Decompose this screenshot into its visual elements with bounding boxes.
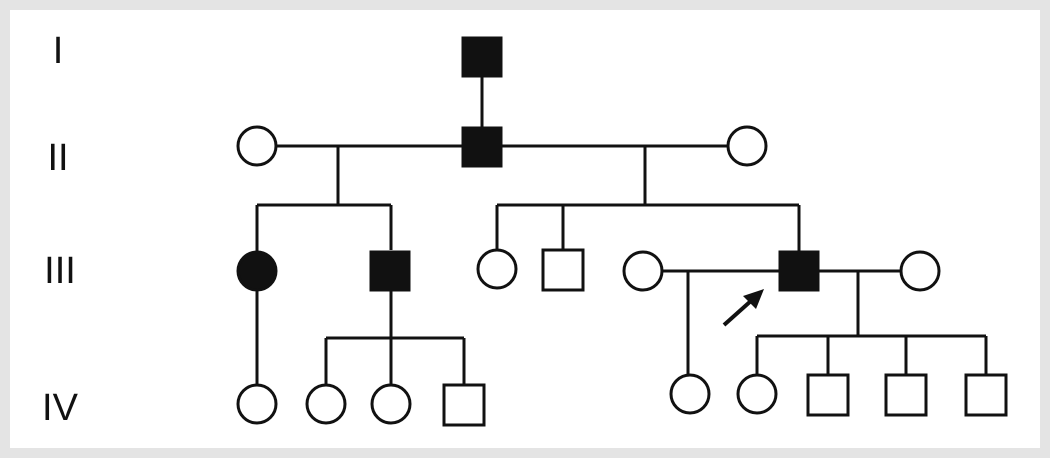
generation-label-III: III (44, 250, 76, 292)
male-unaffected-III4 (541, 248, 585, 292)
male-unaffected-IV9 (964, 373, 1008, 417)
pedigree-individuals (236, 36, 1008, 427)
male-unaffected-IV4 (442, 383, 486, 427)
female-unaffected-IV2 (305, 383, 347, 425)
generation-label-II: II (47, 137, 68, 179)
female-unaffected-II3 (726, 125, 768, 167)
female-unaffected-IV3 (370, 383, 412, 425)
male-unaffected-IV8 (884, 373, 928, 417)
male-unaffected-IV7 (806, 373, 850, 417)
female-affected-III1 (236, 250, 278, 292)
female-unaffected-III7 (899, 250, 941, 292)
female-unaffected-III3 (476, 248, 518, 290)
generation-label-I: I (53, 30, 64, 72)
male-affected-I1 (461, 36, 503, 78)
female-unaffected-IV6 (736, 373, 778, 415)
male-affected-II2 (461, 126, 503, 168)
generation-label-IV: IV (42, 387, 79, 429)
proband-arrow-icon (722, 289, 764, 327)
female-unaffected-IV1 (236, 383, 278, 425)
male-affected-III2 (369, 250, 411, 292)
pedigree-lines (255, 76, 988, 385)
male-affected-proband-III6 (778, 250, 820, 292)
female-unaffected-IV5 (669, 373, 711, 415)
female-unaffected-III5 (622, 250, 664, 292)
female-unaffected-II1 (236, 125, 278, 167)
